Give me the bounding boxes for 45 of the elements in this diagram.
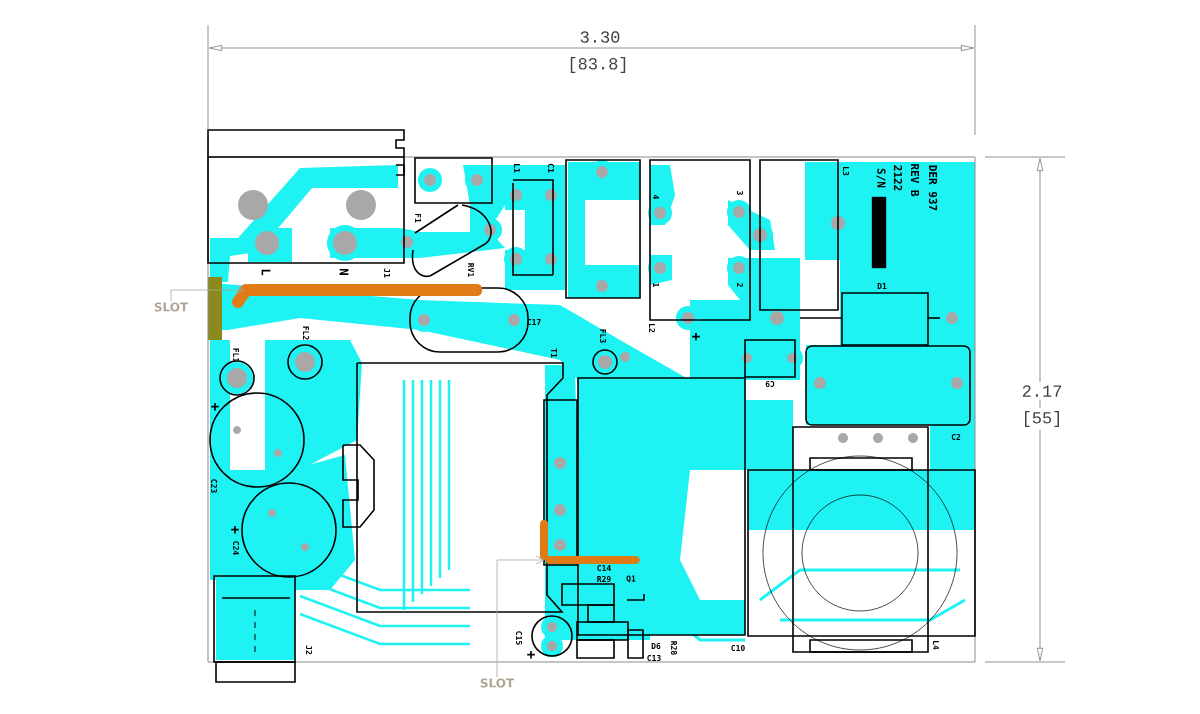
dimension-label: 3.30 (576, 28, 624, 46)
slot (540, 520, 640, 564)
component-label: 1 (653, 283, 659, 288)
component-label: C13 (647, 654, 661, 661)
leader-line (496, 555, 545, 678)
component-label: FL1 (233, 348, 239, 362)
component-label: C9 (765, 380, 775, 388)
component-label: J2 (306, 645, 313, 655)
polarity-sign: + (231, 525, 239, 534)
component-label: C24 (233, 541, 240, 555)
component-label: D6 (651, 642, 661, 649)
component-label: L2 (649, 324, 655, 333)
board-marking: 2122 (893, 165, 903, 191)
component-label: L3 (843, 167, 850, 176)
component-label: R29 (597, 575, 611, 583)
component-label: 4 (653, 195, 659, 200)
polarity-sign: + (211, 402, 219, 411)
polarity-sign: + (692, 332, 700, 341)
slot-label: SLOT (154, 302, 189, 312)
leader-line (170, 285, 245, 302)
board-marking: S/N (876, 168, 886, 188)
component-label: T1 (551, 348, 557, 358)
slot-label: SLOT (480, 678, 515, 688)
component-label: R28 (671, 641, 678, 655)
component-label: C15 (516, 631, 523, 645)
component-label: F1 (415, 213, 421, 223)
component-label: C1 (548, 163, 555, 173)
component-label: C10 (731, 644, 745, 651)
dimension-label: 2.17 (1018, 382, 1066, 400)
component-label: 3 (737, 191, 744, 195)
board-marking: DER 937 (928, 165, 938, 211)
polarity-sign: + (527, 650, 535, 659)
component-label: L4 (933, 641, 939, 650)
component-label: FL2 (303, 326, 309, 340)
dimension-label: [55] (1018, 408, 1066, 430)
dimension-label: [83.8] (564, 54, 632, 76)
component-label: Q1 (626, 575, 636, 583)
component-label: D1 (877, 283, 887, 289)
component-label: FL3 (600, 329, 607, 343)
board-marking: REV B (911, 164, 919, 197)
component-label: 2 (737, 283, 743, 287)
slot (232, 284, 482, 308)
component-label: L1 (514, 164, 520, 173)
component-label: C2 (951, 433, 961, 440)
component-label: C23 (211, 479, 218, 493)
